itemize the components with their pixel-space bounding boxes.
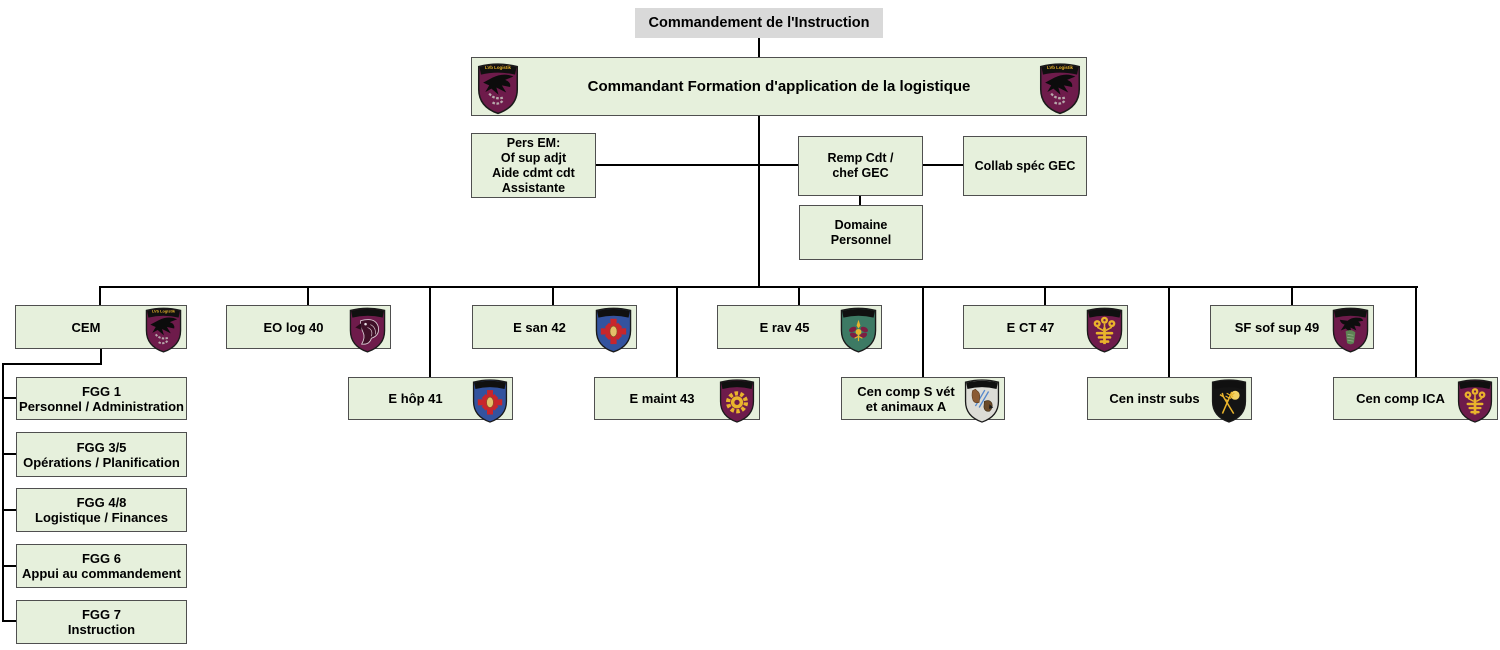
unit-e-maint-43-node: E maint 43 xyxy=(594,376,760,423)
unit-cen-comp-s-vet-label: Cen comp S vét et animaux A xyxy=(857,383,955,414)
unit-cem-node: CEM LVb Logistik xyxy=(15,305,187,353)
fgg-4-8-node: FGG 4/8 Logistique / Finances xyxy=(16,488,187,532)
connector xyxy=(99,287,101,305)
unit-e-maint-43-label: E maint 43 xyxy=(629,391,695,406)
eagle-head-badge-icon xyxy=(348,304,387,353)
unit-e-rav-45-node: E rav 45 xyxy=(717,305,882,353)
unit-eo-log-40-node: EO log 40 xyxy=(226,305,391,353)
fgg-7-node: FGG 7 Instruction xyxy=(16,600,187,644)
connector xyxy=(758,38,760,57)
fgg-4-8-label: FGG 4/8 Logistique / Finances xyxy=(35,495,168,525)
connector xyxy=(596,164,798,166)
unit-e-san-42-label: E san 42 xyxy=(513,319,566,335)
commander-node: LVb Logistik Commandant Formation d'appl… xyxy=(471,57,1087,116)
connector xyxy=(1415,287,1417,377)
remp-cdt-node: Remp Cdt / chef GEC xyxy=(798,136,923,196)
unit-e-hop-41-label: E hôp 41 xyxy=(388,391,443,406)
connector xyxy=(2,509,16,511)
commander-node-label: Commandant Formation d'application de la… xyxy=(587,78,971,95)
unit-cen-comp-s-vet-node: Cen comp S vét et animaux A xyxy=(841,376,1005,423)
unit-e-rav-45-label: E rav 45 xyxy=(759,319,810,335)
gear-badge-icon xyxy=(718,376,756,423)
connector xyxy=(2,565,16,567)
connector xyxy=(2,397,16,399)
collab-gec-node: Collab spéc GEC xyxy=(963,136,1087,196)
connector xyxy=(2,363,102,365)
svg-text:LVb Logistik: LVb Logistik xyxy=(152,309,176,314)
pers-em-node: Pers EM: Of sup adjt Aide cdmt cdt Assis… xyxy=(471,133,596,198)
medical-cross-badge-icon xyxy=(594,304,633,353)
horse-dog-badge-icon xyxy=(963,376,1001,423)
gold-tree-badge-icon xyxy=(1456,376,1494,423)
fgg-6-node: FGG 6 Appui au commandement xyxy=(16,544,187,588)
connector xyxy=(2,453,16,455)
unit-e-ct-47-node: E CT 47 xyxy=(963,305,1128,353)
svg-text:LVb Logistik: LVb Logistik xyxy=(1047,65,1074,70)
fgg-6-label: FGG 6 Appui au commandement xyxy=(22,551,181,581)
fgg-3-5-node: FGG 3/5 Opérations / Planification xyxy=(16,432,187,477)
rosette-badge-icon xyxy=(839,304,878,353)
connector xyxy=(676,287,678,377)
fgg-7-label: FGG 7 Instruction xyxy=(67,607,136,637)
unit-cen-instr-subs-label: Cen instr subs xyxy=(1109,391,1200,406)
connector xyxy=(922,287,924,377)
unit-sf-sof-sup-49-label: SF sof sup 49 xyxy=(1234,319,1320,335)
unit-cen-instr-subs-node: Cen instr subs xyxy=(1087,376,1252,423)
unit-eo-log-40-label: EO log 40 xyxy=(263,319,324,335)
connector xyxy=(2,363,4,622)
connector xyxy=(758,116,760,287)
unit-cem-label: CEM xyxy=(71,319,101,335)
connector xyxy=(923,164,963,166)
connector xyxy=(1168,287,1170,377)
root-node-label: Commandement de l'Instruction xyxy=(648,15,870,31)
connector xyxy=(552,287,554,305)
unit-e-hop-41-node: E hôp 41 xyxy=(348,376,513,423)
gold-tree-badge-icon xyxy=(1085,304,1124,353)
connector xyxy=(99,286,1418,288)
pers-em-label: Pers EM: Of sup adjt Aide cdmt cdt Assis… xyxy=(492,135,575,195)
connector xyxy=(859,196,861,205)
lvb-logistik-badge-icon: LVb Logistik xyxy=(144,304,183,353)
svg-text:LVb Logistik: LVb Logistik xyxy=(485,65,512,70)
connector xyxy=(429,287,431,377)
wheat-sun-badge-icon xyxy=(1210,376,1248,423)
fgg-1-label: FGG 1 Personnel / Administration xyxy=(19,383,184,414)
lvb-logistik-badge-icon: LVb Logistik xyxy=(476,59,520,115)
unit-cen-comp-ica-label: Cen comp ICA xyxy=(1356,391,1445,406)
root-node: Commandement de l'Instruction xyxy=(635,8,883,38)
collab-gec-label: Collab spéc GEC xyxy=(974,158,1076,173)
connector xyxy=(2,620,16,622)
medical-cross-badge-icon xyxy=(471,376,509,423)
connector xyxy=(798,287,800,305)
connector xyxy=(307,287,309,305)
perched-eagle-badge-icon xyxy=(1331,304,1370,353)
fgg-3-5-label: FGG 3/5 Opérations / Planification xyxy=(23,439,180,470)
domaine-personnel-node: Domaine Personnel xyxy=(799,205,923,260)
lvb-logistik-badge-icon: LVb Logistik xyxy=(1038,59,1082,115)
connector xyxy=(1044,287,1046,305)
domaine-personnel-label: Domaine Personnel xyxy=(830,217,892,247)
connector xyxy=(100,349,102,365)
fgg-1-node: FGG 1 Personnel / Administration xyxy=(16,377,187,420)
connector xyxy=(1291,287,1293,305)
unit-e-ct-47-label: E CT 47 xyxy=(1006,319,1055,335)
unit-e-san-42-node: E san 42 xyxy=(472,305,637,353)
unit-sf-sof-sup-49-node: SF sof sup 49 xyxy=(1210,305,1374,353)
remp-cdt-label: Remp Cdt / chef GEC xyxy=(827,151,894,180)
unit-cen-comp-ica-node: Cen comp ICA xyxy=(1333,376,1498,423)
